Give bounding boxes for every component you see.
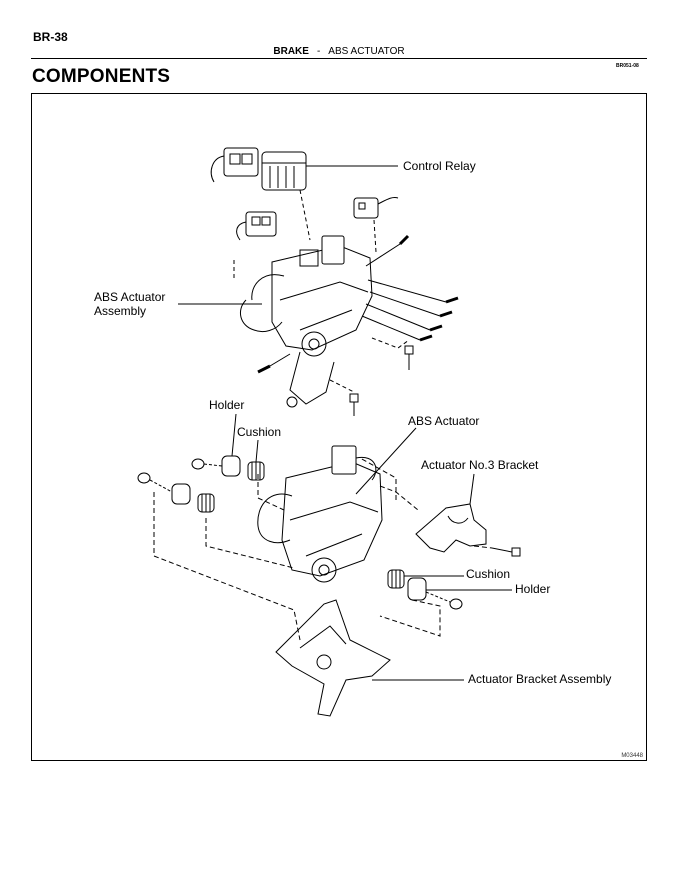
actuator-lower-body [257, 445, 383, 583]
holder-top [191, 455, 241, 477]
relay-connector [210, 147, 259, 183]
document-code: BR051-08 [616, 63, 639, 69]
label-control-relay: Control Relay [403, 159, 476, 173]
actuator-upper-body [239, 235, 373, 405]
holder-left [137, 472, 191, 505]
label-abs-actuator-assembly-line1: ABS Actuator [94, 290, 166, 304]
figure-id: M03448 [621, 753, 643, 759]
harness-connector-left [236, 211, 277, 241]
label-holder-bottom: Holder [515, 582, 551, 596]
header-subsection: ABS ACTUATOR [328, 46, 405, 57]
label-abs-actuator: ABS Actuator [408, 414, 480, 428]
label-actuator-no3-bracket: Actuator No.3 Bracket [421, 458, 539, 472]
brake-tubes-upper [257, 234, 459, 374]
cushion-left [197, 493, 215, 513]
page-number: BR-38 [33, 30, 68, 44]
label-cushion-bottom: Cushion [466, 567, 511, 581]
cushion-bottom [387, 569, 405, 589]
header-separator: - [316, 46, 321, 57]
running-header: BRAKE-ABS ACTUATOR [0, 46, 678, 57]
cushion-top [247, 461, 265, 481]
label-abs-actuator-assembly-line2: Assembly [94, 304, 147, 318]
leader-lines-lower [153, 413, 512, 681]
label-actuator-bracket-assembly: Actuator Bracket Assembly [468, 672, 612, 686]
header-rule [31, 58, 647, 59]
actuator-bracket-assembly [275, 599, 391, 717]
actuator-no3-bracket [415, 503, 521, 557]
header-section: BRAKE [273, 46, 309, 57]
label-holder-top: Holder [209, 398, 245, 412]
page-title: COMPONENTS [32, 66, 171, 87]
label-cushion-top: Cushion [237, 425, 282, 439]
control-relay [261, 151, 307, 191]
leader-lines-upper [178, 165, 410, 393]
label-abs-actuator-assembly: ABS Actuator Assembly [94, 290, 165, 318]
figure-frame: M03448 [31, 93, 647, 761]
holder-bottom [407, 577, 463, 610]
harness-connector-right [353, 197, 399, 219]
upper-bolts [286, 345, 414, 416]
